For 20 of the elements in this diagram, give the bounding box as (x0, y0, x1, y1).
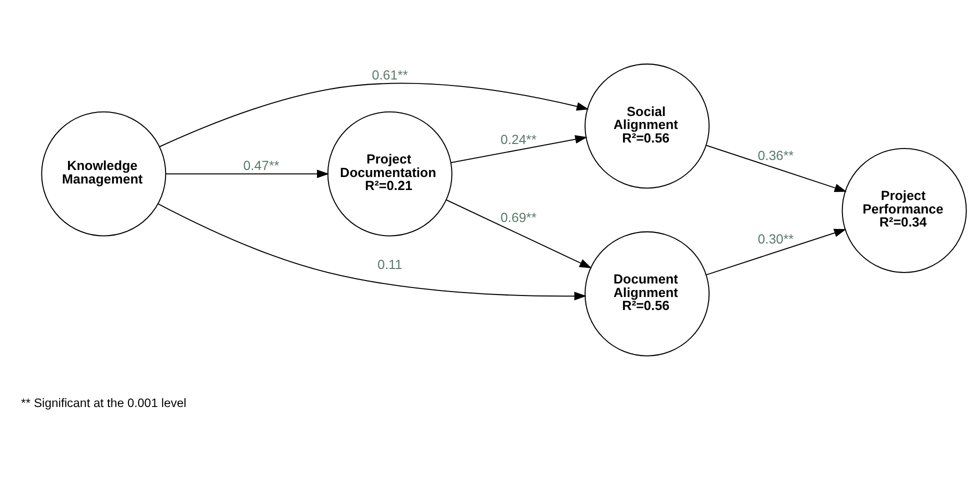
node-circle: Social Alignment R²=0.56 (584, 63, 710, 188)
arrow (159, 82, 589, 147)
arrow (706, 144, 847, 192)
arrow (166, 169, 330, 178)
edge-label: 0.24** (500, 131, 536, 146)
arrow (158, 202, 587, 300)
edge-label: 0.30** (758, 230, 794, 246)
label: ** Significant at the 0.001 level (21, 395, 186, 410)
edge-label: 0.36** (758, 148, 794, 163)
arrow (706, 228, 846, 275)
edge-label: 0.47** (243, 158, 280, 173)
arrow (450, 134, 588, 163)
arrow (446, 198, 592, 268)
edge-label: 0.61** (372, 67, 408, 82)
edge-label: 0.11 (378, 256, 402, 272)
edge-label: 0.69** (500, 210, 536, 225)
node-circle: Knowledge Management (41, 110, 166, 236)
node-circle: Project Documentation R²=0.21 (327, 110, 452, 236)
node-circle: Project Performance R²=0.34 (842, 147, 967, 272)
node-circle: Document Alignment R²=0.56 (584, 230, 710, 356)
